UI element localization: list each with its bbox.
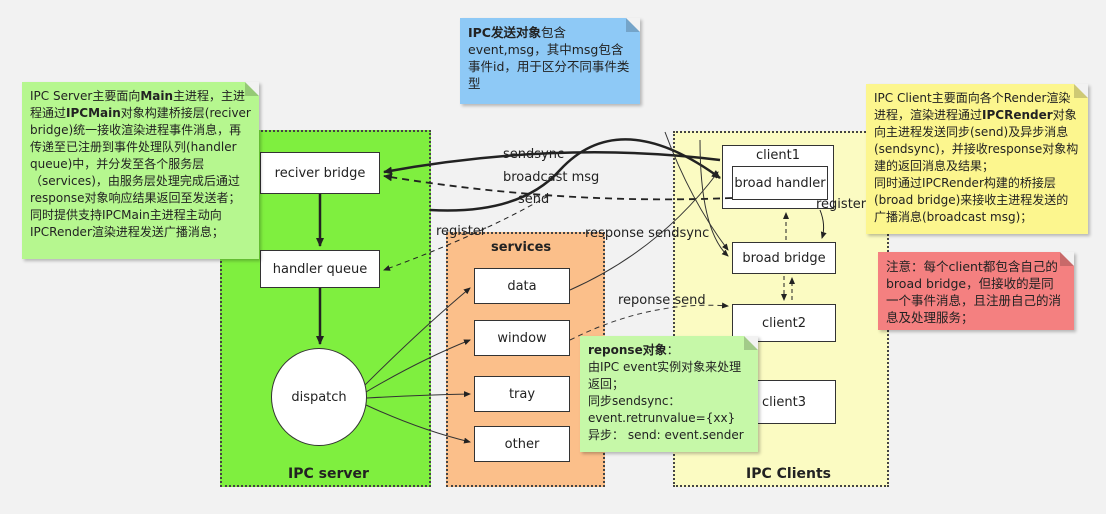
note-fold [1074, 84, 1088, 98]
services-label: services [491, 240, 552, 255]
client1-label: client1 [756, 148, 800, 163]
arrow-dispatch-to-data [364, 287, 471, 386]
note-ipc-server: IPC Server主要面向Main主进程，主进程通过IPCMain对象构建桥接… [22, 82, 259, 259]
arrow-send [383, 173, 733, 201]
note-server-text-a: IPC Server主要面向 [30, 89, 141, 103]
note-response-object: reponse对象： 由IPC event实例对象来处理返回； 同步sendsy… [580, 336, 758, 452]
note-response-line4: 异步： send: event.sender [588, 428, 744, 442]
note-ipc-title: IPC发送对象 [468, 25, 541, 40]
note-ipc-object: IPC发送对象包含 event,msg，其中msg包含事件id，用于区分不同事件… [460, 18, 640, 104]
note-fold [626, 18, 640, 32]
arrow-response-sendsync [569, 171, 719, 291]
note-response-line2: 同步sendsync： [588, 394, 681, 408]
label-register-right: register [816, 197, 867, 212]
service-tray-node: tray [474, 376, 570, 412]
service-other-node: other [474, 426, 570, 462]
note-client-text-c: 对象向主进程发送同步(send)及异步消息(sendsync)，并接收respo… [874, 108, 1079, 173]
reciver-bridge-node: reciver bridge [260, 152, 380, 194]
service-data-node: data [474, 268, 570, 304]
broad-bridge-node: broad bridge [732, 242, 836, 274]
note-client-para1: IPC Client主要面向各个Render渲染进程，渲染进程通过IPCRend… [874, 90, 1080, 175]
note-client-ipcrender: IPCRender [982, 108, 1053, 122]
note-server-main: Main [140, 89, 174, 103]
note-ipc-body: event,msg，其中msg包含事件id，用于区分不同事件类型 [468, 42, 630, 91]
note-fold [744, 336, 758, 350]
label-broadcast-msg: broadcast msg [503, 170, 600, 185]
broad-handler-node: broad handler [732, 166, 828, 200]
note-response-title: reponse对象 [588, 343, 667, 357]
note-attention-body: 注意：每个client都包含自己的broad bridge，但接收的是同一个事件… [886, 259, 1062, 325]
note-attention: 注意：每个client都包含自己的broad bridge，但接收的是同一个事件… [878, 252, 1074, 330]
note-server-para2: 同时提供支持IPCMain主进程主动向IPCRender渲染进程发送广播消息； [30, 208, 224, 239]
note-fold [1060, 252, 1074, 266]
arrow-dispatch-to-other [365, 404, 471, 444]
note-ipc-title-rest: 包含 [541, 25, 567, 40]
arrow-sendsync [383, 151, 721, 175]
arrow-dispatch-to-window [365, 339, 471, 393]
label-response-sendsync: response sendsync [585, 226, 710, 241]
arrow-broadcast-msg [429, 138, 721, 212]
note-response-line3: event.retrunvalue={xx} [588, 411, 736, 425]
note-ipc-client: IPC Client主要面向各个Render渲染进程，渲染进程通过IPCRend… [866, 84, 1088, 234]
note-client-text-a: IPC Client主要面向各个Render渲染进程，渲染进程通过 [874, 91, 1071, 122]
arrow-dispatch-to-tray [366, 391, 471, 399]
label-reponse-send: reponse send [618, 293, 706, 308]
arrow-register-left [383, 195, 549, 271]
note-server-ipcmain: IPCMain [66, 106, 121, 120]
note-fold [245, 82, 259, 96]
label-send: send [518, 192, 550, 207]
handler-queue-node: handler queue [260, 250, 380, 288]
arrow-sendsync-tail [664, 131, 729, 251]
arrow-reponse-send [569, 302, 729, 341]
note-server-text-c: 主进程，主进程通过 [30, 89, 246, 120]
label-sendsync: sendsync [503, 147, 565, 162]
dispatch-node: dispatch [271, 348, 367, 446]
note-server-para1: IPC Server主要面向Main主进程，主进程通过IPCMain对象构建桥接… [30, 88, 251, 207]
service-window-node: window [474, 320, 570, 356]
note-response-title-rest: ： [666, 343, 679, 357]
ipc-clients-label: IPC Clients [746, 466, 831, 482]
note-response-line1: 由IPC event实例对象来处理返回； [588, 360, 742, 391]
note-response-title-line: reponse对象： [588, 342, 750, 359]
note-client-para2: 同时通过IPCRender构建的桥接层(broad bridge)来接收主进程发… [874, 176, 1069, 224]
ipc-server-label: IPC server [288, 466, 369, 482]
client2-node: client2 [732, 304, 836, 342]
note-ipc-title-line: IPC发送对象包含 [468, 24, 632, 41]
label-register-left: register [436, 224, 487, 239]
note-server-text-e: 对象构建桥接层(reciver bridge)统一接收渲染进程事件消息，再传递至… [30, 106, 251, 205]
arrow-register-right-down [819, 209, 827, 239]
